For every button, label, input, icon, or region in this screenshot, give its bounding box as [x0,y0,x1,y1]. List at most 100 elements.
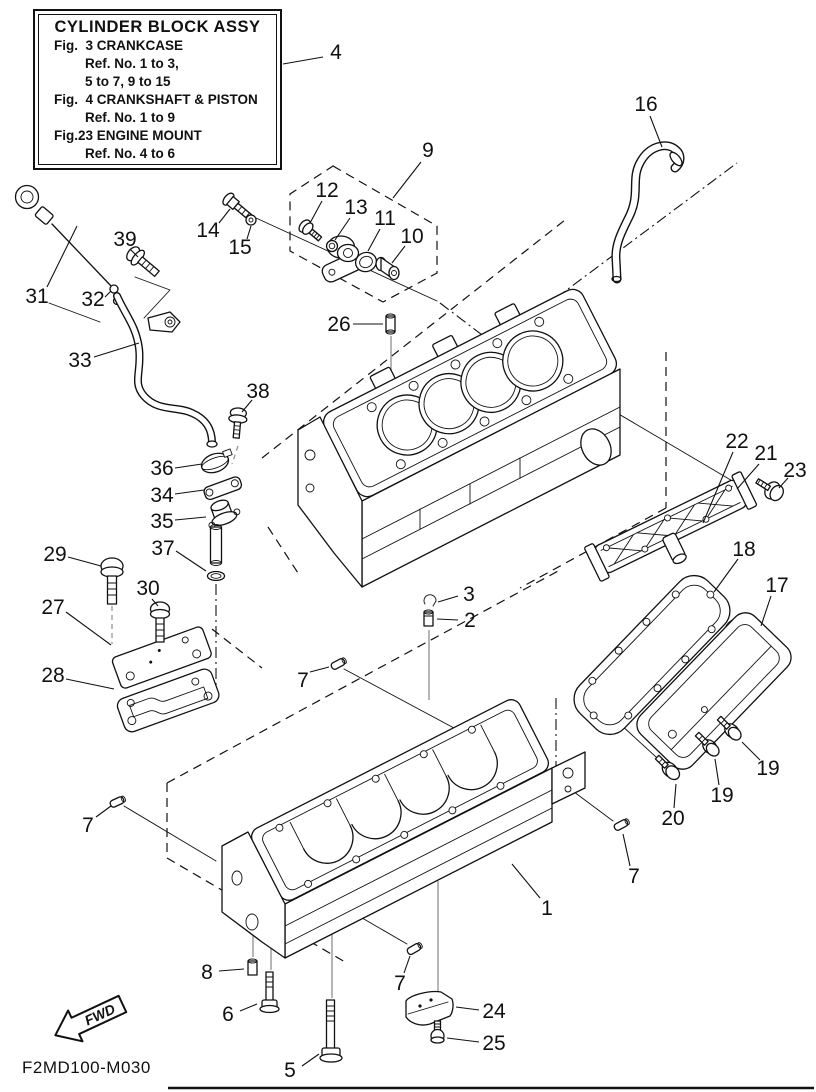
callout-leader-18 [713,558,739,593]
callout-7: 7 [394,972,406,995]
callout-17: 17 [765,574,788,597]
callout-leader-4 [282,56,324,65]
bolt-19-b [694,731,720,757]
callout-38: 38 [246,380,269,403]
bolt-5 [319,999,343,1063]
callout-30: 30 [136,577,159,600]
info-box-line: Fig.23 ENGINE MOUNT [54,128,202,143]
washer-13 [325,239,339,253]
callout-12: 12 [315,179,338,202]
callout-leader-10 [391,245,406,264]
callout-leader-7 [403,955,411,974]
callout-3: 3 [463,583,475,606]
callout-leader-39 [129,248,139,258]
dowel-pin-7-a [330,657,347,670]
callout-8: 8 [201,961,213,984]
callout-leader-29 [67,556,102,567]
callout-33: 33 [68,349,91,372]
callout-leader-17 [760,595,772,627]
callout-19: 19 [710,784,733,807]
callout-10: 10 [400,225,423,248]
bolt-29 [100,557,124,605]
callout-leader-35 [174,516,207,521]
gasket-34 [203,476,243,501]
callout-2: 2 [464,609,476,632]
callout-leader-34 [174,489,205,495]
gasket-28 [116,668,220,733]
callout-14: 14 [196,219,220,242]
callout-20: 20 [661,807,684,830]
info-box-line: Fig. 4 CRANKSHAFT & PISTON [54,92,258,107]
callout-leader-31 [46,225,78,288]
crankcase-left-end [221,831,286,959]
info-box-line: Ref. No. 1 to 9 [85,110,176,125]
callout-9: 9 [422,139,434,162]
callout-29: 29 [43,543,66,566]
gasket-18 [573,574,731,736]
bolt-6 [259,971,280,1014]
dowel-pin-7-b [613,818,630,831]
callout-1: 1 [541,897,553,920]
plug-12 [298,219,323,242]
callout-7: 7 [628,865,640,888]
callout-5: 5 [284,1059,296,1082]
callout-32: 32 [81,288,104,311]
hose-end-clip [669,151,683,167]
breather-hose-16 [611,141,685,284]
hose-clamp-36 [200,448,233,474]
callout-24: 24 [482,1000,506,1023]
callout-25: 25 [482,1032,505,1055]
callout-28: 28 [41,664,64,687]
callout-leader-1 [511,863,541,899]
fitting-10 [375,256,400,281]
callout-7: 7 [297,669,309,692]
callout-leader-9 [392,161,422,199]
group-9-dashed-outline [289,165,438,303]
callout-leader-23 [778,477,789,489]
callout-leader-25 [446,1037,480,1043]
callout-15: 15 [228,236,251,259]
callout-leader-5 [301,1053,320,1067]
callout-leader-7 [622,833,631,867]
info-box-line: Ref. No. 4 to 6 [85,146,176,161]
callout-leader-15 [246,225,252,240]
oring-37 [206,570,226,582]
callout-leader-36 [174,463,203,469]
callout-21: 21 [754,442,777,465]
callout-leader-28 [65,678,115,690]
callout-23: 23 [783,459,806,482]
callout-leader-22 [702,451,734,524]
callout-leader-37 [175,550,207,572]
bolt-39-pointer [134,276,171,319]
callout-leader-33 [93,342,140,358]
oil-tube-33 [113,292,218,448]
callout-leader-38 [241,399,253,413]
callout-leader-27 [65,611,112,646]
callout-leader-30 [151,598,159,607]
callout-27: 27 [41,596,64,619]
figure-code: F2MD100-M030 [22,1058,151,1077]
clip-3 [423,594,437,607]
callout-4: 4 [330,41,342,64]
callout-36: 36 [150,457,173,480]
bolt-19-a [716,715,742,741]
bolt-23 [755,478,784,502]
callout-leader-2 [436,618,459,621]
callout-39: 39 [113,228,136,251]
callout-leader-14 [218,208,231,224]
callout-18: 18 [732,538,755,561]
callout-leader-11 [367,228,381,252]
info-box-line: Fig. 3 CRANKCASE [54,38,184,53]
callout-leader-24 [455,1006,480,1011]
plate-27 [111,626,212,689]
callout-leader-16 [649,115,663,148]
bolt-25 [430,1020,445,1044]
callout-35: 35 [150,510,173,533]
anode-24 [405,990,454,1026]
dowel-pin-7-d [109,795,126,808]
crankcase-drawing [221,699,586,959]
